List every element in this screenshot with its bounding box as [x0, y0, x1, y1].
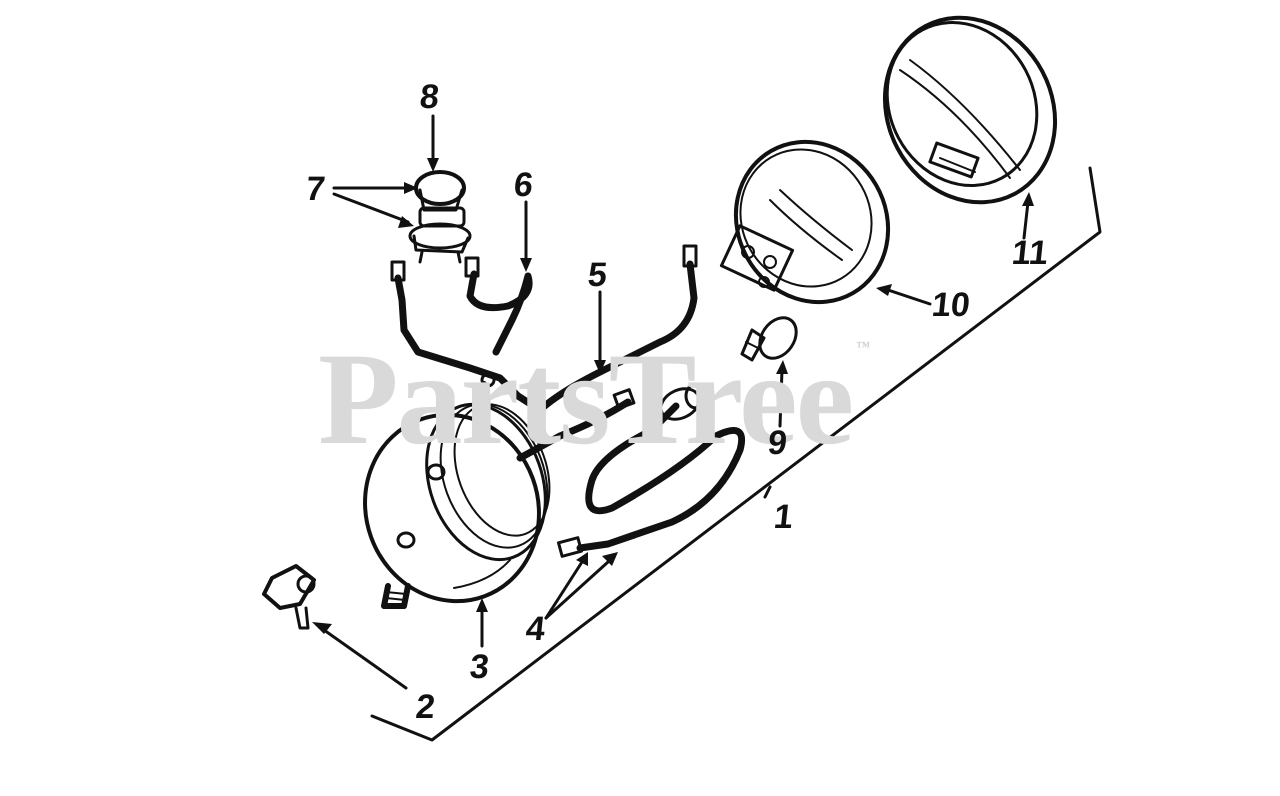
callout-9: 9 [766, 424, 789, 462]
callout-10: 10 [930, 286, 972, 324]
assembly-bracket-line [370, 166, 1102, 742]
lens-reflector [719, 139, 891, 305]
retaining-ring [882, 15, 1058, 205]
lamp-housing [363, 402, 551, 609]
callout-11: 11 [1010, 234, 1050, 272]
callout-3: 3 [468, 648, 491, 686]
bulb [740, 316, 798, 362]
callout-8: 8 [418, 78, 441, 116]
callout-arrows [312, 114, 1034, 690]
switch-wire [390, 256, 533, 400]
callout-2: 2 [414, 688, 437, 726]
switch-and-knob [408, 170, 472, 264]
callout-1: 1 [772, 498, 795, 536]
callout-4: 4 [524, 610, 547, 648]
callout-5: 5 [586, 256, 609, 294]
callout-7: 7 [304, 170, 327, 208]
callout-6: 6 [512, 166, 535, 204]
lamp-wire-harness [516, 382, 745, 558]
mounting-bracket [262, 564, 316, 630]
